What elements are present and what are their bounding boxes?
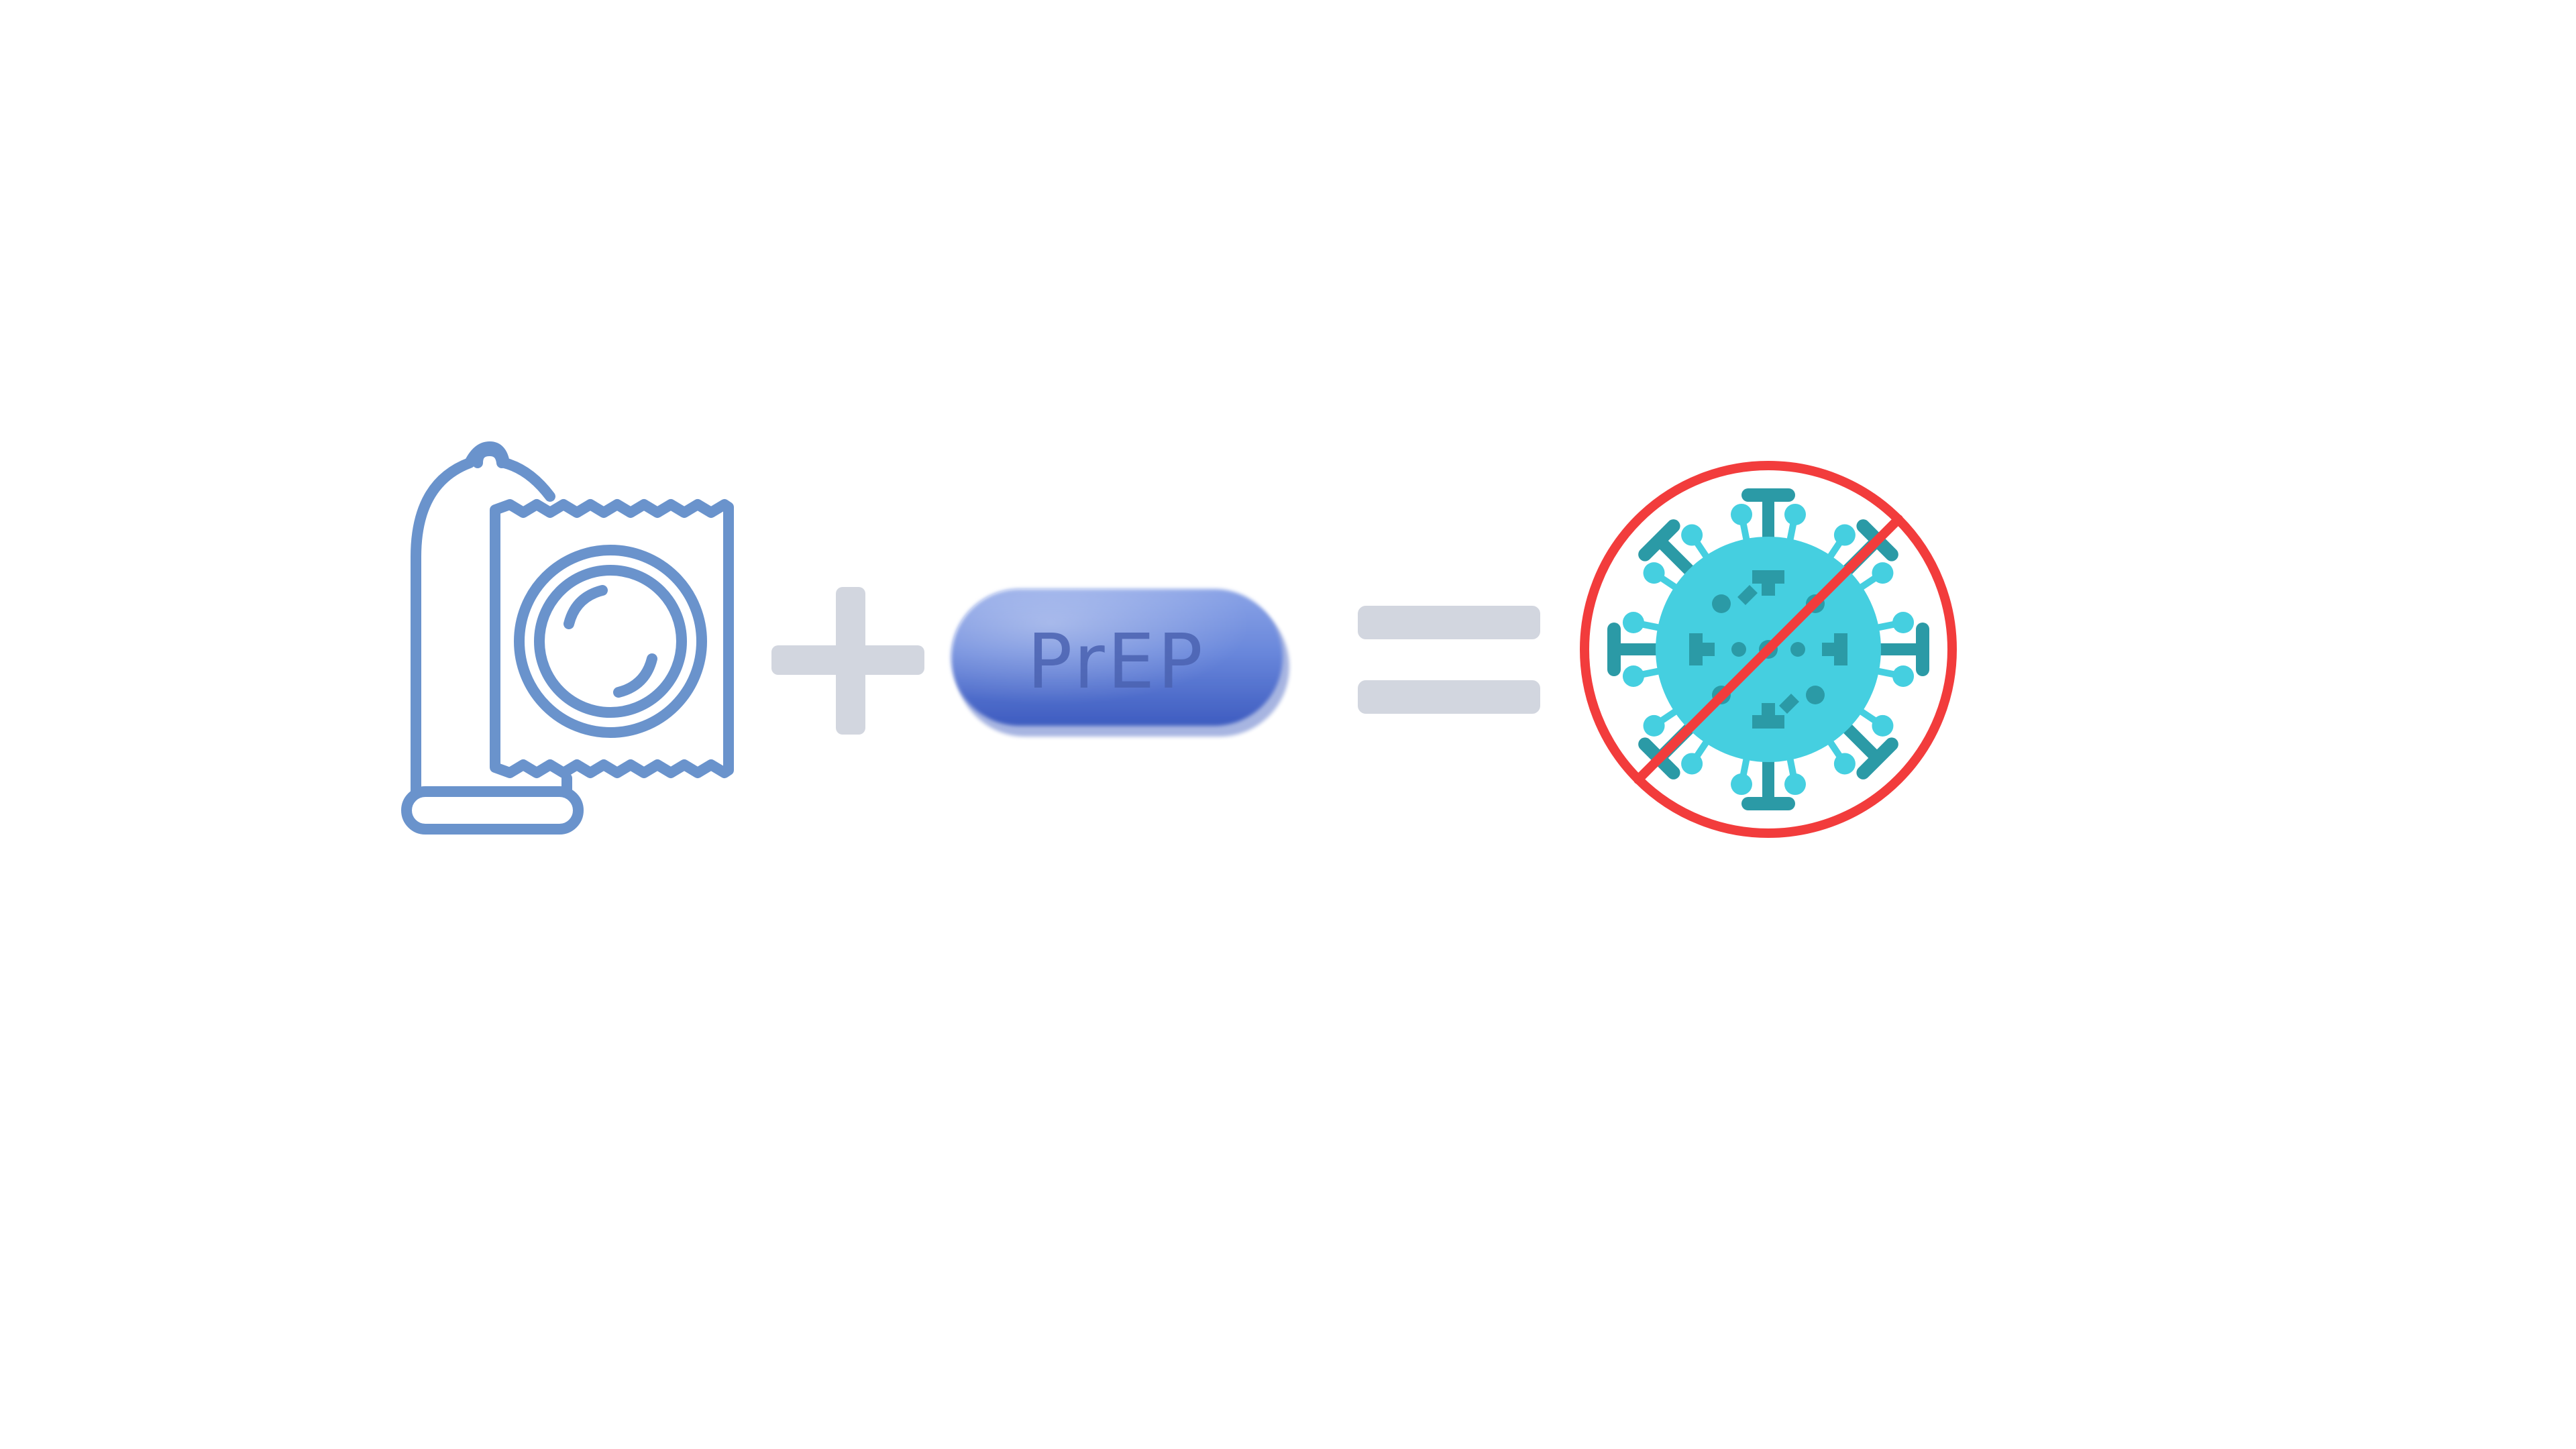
equals-icon — [1358, 606, 1540, 714]
virus-minor-spike-tip — [1784, 773, 1806, 796]
no-virus-icon — [1580, 461, 1957, 838]
virus-minor-spike-tip — [1681, 753, 1703, 775]
virus-minor-spike-tip — [1892, 665, 1915, 687]
virus-minor-spike-tip — [1833, 753, 1856, 775]
virus-minor-spike-tip — [1643, 562, 1665, 584]
virus-spike-cap — [1638, 519, 1680, 561]
virus-minor-spike-tip — [1643, 714, 1665, 737]
virus-spike — [1838, 719, 1884, 765]
prohibition-slash — [1633, 515, 1903, 784]
virus-spike-cap — [1856, 737, 1898, 780]
virus-minor-spike-tip — [1833, 524, 1856, 546]
virus-spike — [1653, 534, 1699, 580]
virus-minor-spike-tip — [1681, 524, 1703, 546]
prep-pill-label: PrEP — [1027, 619, 1205, 706]
virus-minor-spike-tip — [1872, 562, 1894, 584]
condom-icon — [401, 441, 734, 835]
virus-minor-spike-tip — [1622, 612, 1644, 634]
virus-minor-spike-tip — [1784, 503, 1806, 525]
plus-icon — [771, 587, 924, 735]
virus-minor-spike-tip — [1622, 665, 1644, 687]
virus-minor-spike-tip — [1892, 612, 1915, 634]
virus-minor-spike-tip — [1731, 503, 1753, 525]
virus-minor-spike-tip — [1731, 773, 1753, 796]
prohibition-circle — [1580, 461, 1957, 838]
prep-pill-icon: PrEP — [951, 589, 1289, 737]
virus-minor-spike-tip — [1872, 714, 1894, 737]
